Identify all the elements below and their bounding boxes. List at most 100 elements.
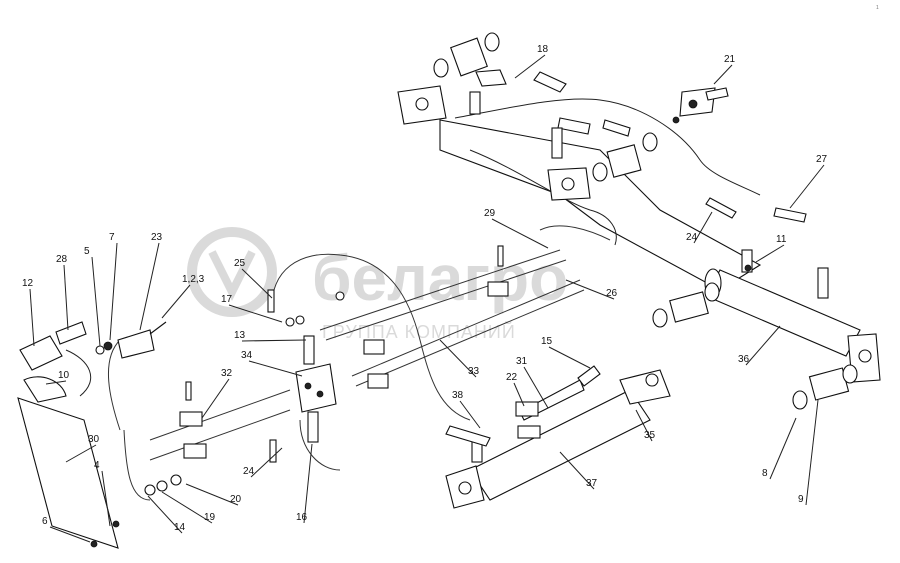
bolt-25 — [267, 289, 275, 313]
hose-29-a — [319, 249, 561, 331]
bracket-23 — [117, 329, 155, 359]
hose-loop-25 — [271, 253, 471, 421]
clamp-hole — [688, 99, 698, 109]
screw-6 — [90, 540, 98, 548]
callout-label-1: 21 — [724, 54, 736, 65]
callout-label-20: 25 — [234, 258, 246, 269]
fitting-bolt-top — [533, 71, 567, 93]
callout-label-36: 6 — [42, 516, 48, 527]
watermark: белагро ГРУППА КОМПАНИЙ — [187, 227, 568, 342]
cylinder-36-pin — [858, 349, 872, 363]
callout-label-13: 31 — [516, 356, 528, 367]
callout-leader-0 — [514, 54, 546, 79]
fitting-16 — [307, 411, 319, 443]
clamp-nut — [672, 116, 680, 124]
callout-label-34: 30 — [88, 434, 100, 445]
callout-leader-4 — [693, 211, 713, 244]
brackets — [117, 281, 541, 459]
cylinder-37-pin — [458, 481, 472, 495]
callout-label-2: 27 — [816, 154, 828, 165]
upper-clevis-pin — [415, 97, 429, 111]
callout-label-11: 37 — [586, 478, 598, 489]
washer-top-right — [484, 32, 500, 52]
bolt-27 — [773, 207, 807, 223]
screw-4 — [112, 520, 120, 528]
callout-label-25: 14 — [174, 522, 186, 533]
callout-label-19: 17 — [221, 294, 233, 305]
callout-leader-18 — [241, 339, 307, 342]
hose-lines — [108, 225, 611, 501]
clamp-bolt — [705, 87, 729, 101]
bolt-26 — [497, 245, 504, 267]
nut-20 — [170, 474, 182, 486]
callout-leader-23 — [185, 483, 239, 506]
bracket-32-a — [179, 411, 203, 427]
bracket-26-a — [487, 281, 509, 297]
callout-leader-32 — [161, 284, 191, 319]
callout-label-14: 22 — [506, 372, 518, 383]
callout-label-27: 23 — [151, 232, 163, 243]
bracket-33-b — [367, 373, 389, 389]
callout-label-7: 36 — [738, 354, 750, 365]
callout-label-22: 16 — [296, 512, 308, 523]
washer-8 — [792, 390, 808, 410]
hose-29-b — [325, 259, 567, 341]
callout-leader-16 — [439, 339, 477, 378]
callout-label-5: 29 — [484, 208, 496, 219]
callout-leader-11 — [559, 451, 595, 490]
nut-17 — [285, 317, 295, 327]
callout-label-21: 24 — [243, 466, 255, 477]
small-fittings — [144, 245, 752, 496]
watermark-logo-ring — [187, 227, 277, 317]
washer-right-2 — [704, 282, 720, 302]
nut-7 — [103, 341, 113, 351]
callout-label-12: 15 — [541, 336, 553, 347]
callout-label-29: 5 — [84, 246, 90, 257]
washer-top-left — [433, 58, 449, 78]
callout-leader-31 — [29, 288, 35, 347]
hose-fitting-38 — [445, 425, 491, 447]
callout-label-9: 8 — [762, 468, 768, 479]
upper-cylinder — [397, 32, 762, 291]
nut-17b — [295, 315, 305, 325]
valve-block — [295, 335, 337, 443]
upper-pipe-line — [454, 98, 761, 196]
cylinder-36-port-2 — [817, 267, 829, 299]
nut-14 — [144, 484, 156, 496]
callout-leader-2 — [789, 164, 825, 209]
right-cylinder — [652, 197, 881, 410]
bolt-1-2-3 — [149, 321, 167, 335]
callout-leader-26 — [201, 378, 230, 419]
callout-leader-19 — [228, 304, 283, 323]
callout-leader-25 — [147, 495, 183, 534]
callout-leader-10 — [635, 409, 653, 442]
washer-mid-left — [592, 162, 608, 182]
callout-leader-27 — [139, 242, 160, 331]
mid-clevis-pin — [561, 177, 575, 191]
callout-label-31: 12 — [22, 278, 34, 289]
callout-leader-29 — [91, 256, 101, 347]
valve-port-1 — [304, 382, 312, 390]
callout-leader-14 — [513, 382, 525, 407]
callout-label-15: 38 — [452, 390, 464, 401]
cylinder-35-clevis — [619, 369, 671, 405]
nut-11 — [744, 264, 752, 272]
fitting-elbow-top — [475, 69, 507, 87]
callout-leader-5 — [491, 218, 549, 249]
dust-cap-10 — [23, 376, 67, 403]
watermark-logo-mark — [208, 250, 256, 301]
callout-leader-12 — [548, 346, 591, 369]
plate-30 — [17, 397, 119, 549]
callout-label-4: 24 — [686, 232, 698, 243]
watermark-brand: белагро — [312, 242, 568, 314]
callout-label-28: 7 — [109, 232, 115, 243]
callout-label-35: 4 — [94, 460, 100, 471]
callout-label-16: 33 — [468, 366, 480, 377]
coupler-body-28 — [55, 321, 87, 345]
valve-block-34 — [295, 363, 337, 413]
callout-label-10: 35 — [644, 430, 656, 441]
callout-leader-24 — [161, 491, 213, 524]
callout-label-30: 28 — [56, 254, 68, 265]
bracket-33-a — [363, 339, 385, 355]
upper-return-line — [469, 149, 617, 246]
